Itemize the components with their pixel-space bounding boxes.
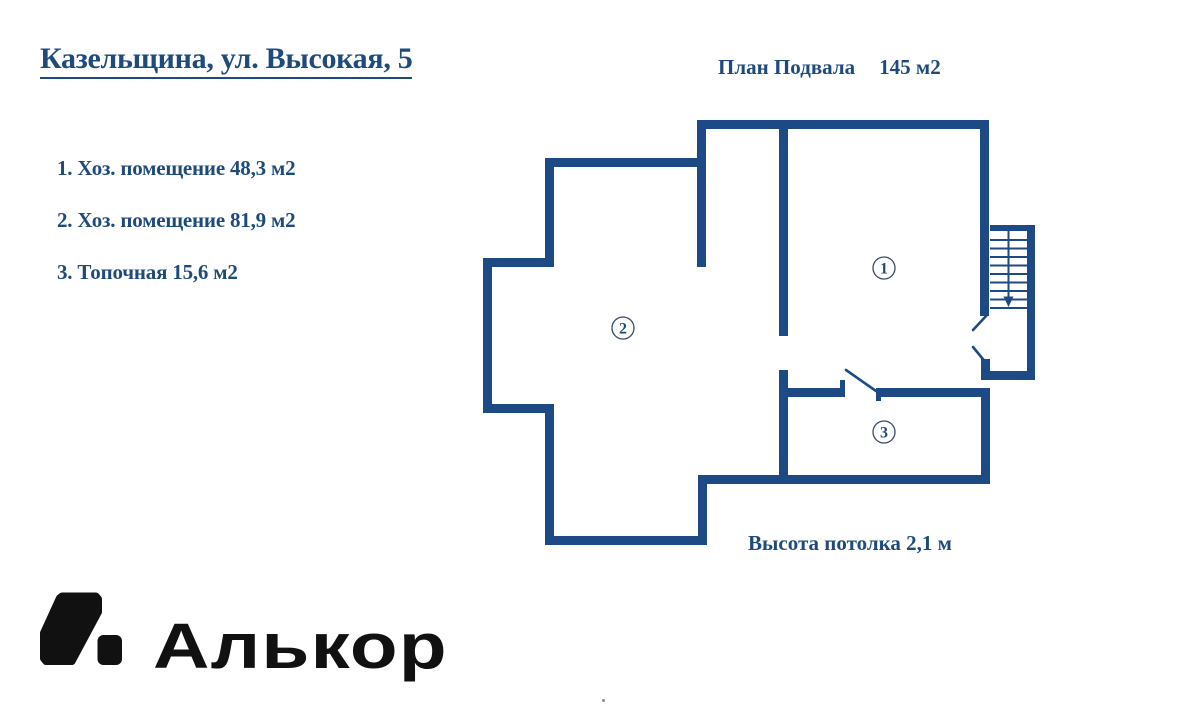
floor-plan-drawing: 1 2 3 (483, 120, 1035, 545)
svg-text:3: 3 (880, 425, 888, 442)
plan-total-area: 145 м2 (879, 55, 941, 79)
door-leaf-room3 (844, 368, 878, 393)
page-title: Казельщина, ул. Высокая, 5 (40, 42, 413, 79)
logo: Алькор (38, 588, 447, 678)
svg-text:1: 1 (880, 261, 888, 278)
plan-name: План Подвала (718, 55, 856, 79)
svg-text:2: 2 (619, 321, 627, 338)
door-leaf-lower (971, 345, 989, 366)
legend-item-1: 1. Хоз. помещение 48,3 м2 (57, 156, 296, 180)
stair-arrow-icon (1003, 296, 1014, 307)
room-markers: 1 2 3 (611, 256, 896, 444)
door-leaf-upper (971, 313, 989, 332)
plan-header: План Подвала 145 м2 (718, 55, 941, 80)
room-marker-3: 3 (872, 420, 896, 444)
legend-item-2: 2. Хоз. помещение 81,9 м2 (57, 208, 296, 232)
doors (844, 313, 989, 393)
logo-text: Алькор (153, 610, 448, 682)
walls (483, 120, 1035, 545)
speck (602, 699, 605, 702)
legend-item-3: 3. Топочная 15,6 м2 (57, 260, 238, 284)
room-marker-2: 2 (611, 316, 635, 340)
stairs (990, 231, 1027, 309)
ceiling-height-note: Высота потолка 2,1 м (748, 531, 952, 555)
room-legend: 1. Хоз. помещение 48,3 м2 2. Хоз. помеще… (57, 156, 296, 312)
logo-mark-icon (40, 592, 122, 665)
room-marker-1: 1 (872, 256, 896, 280)
